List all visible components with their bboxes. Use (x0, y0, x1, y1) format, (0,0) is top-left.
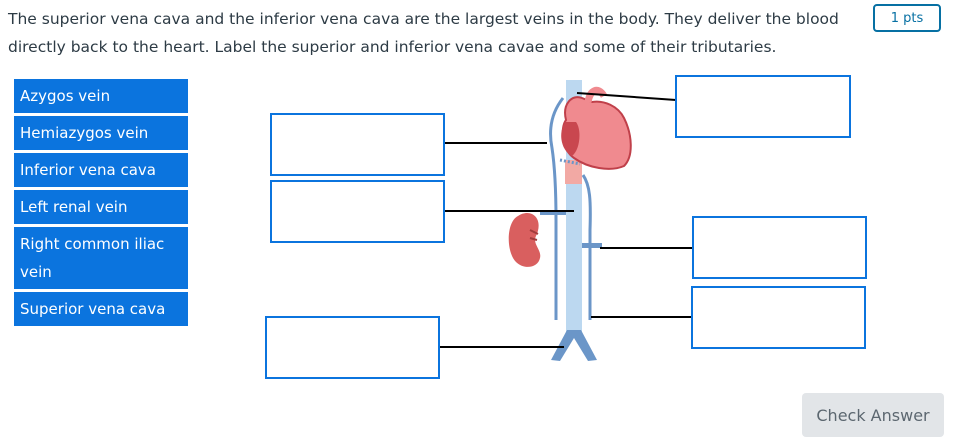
answer-chip-right-common-iliac[interactable]: Right common iliac vein (14, 227, 188, 289)
kidney-shape (508, 212, 541, 267)
drop-zone-5[interactable] (691, 286, 866, 349)
drop-zone-4[interactable] (692, 216, 867, 279)
kidney-pelvis (529, 229, 539, 241)
leader-line-1 (576, 92, 677, 101)
answer-chip-left-renal-vein[interactable]: Left renal vein (14, 190, 188, 224)
drop-zone-1[interactable] (675, 75, 851, 138)
left-renal-vein-shape (582, 243, 602, 248)
common-iliac-veins (551, 330, 597, 361)
check-answer-button[interactable]: Check Answer (802, 393, 944, 437)
inferior-vena-cava-shape (567, 192, 581, 330)
small-tributary (559, 158, 581, 166)
drop-zone-6[interactable] (265, 316, 440, 379)
answer-chip-inferior-vena-cava[interactable]: Inferior vena cava (14, 153, 188, 187)
heart-shape (561, 96, 632, 170)
azygos-vein-shape (548, 97, 565, 320)
points-badge: 1 pts (873, 4, 941, 32)
answer-chip-hemiazygos[interactable]: Hemiazygos vein (14, 116, 188, 150)
answer-chip-superior-vena-cava[interactable]: Superior vena cava (14, 292, 188, 326)
heart-right-atrium (561, 122, 580, 156)
drop-zone-3[interactable] (270, 180, 445, 243)
right-renal-vein-shape (540, 211, 566, 215)
aortic-arch (584, 86, 607, 103)
question-text: The superior vena cava and the inferior … (8, 10, 839, 56)
drop-zone-2[interactable] (270, 113, 445, 176)
hemiazygos-vein-shape (581, 174, 592, 320)
aorta-segment (565, 160, 582, 184)
answer-chip-azygos[interactable]: Azygos vein (14, 79, 188, 113)
